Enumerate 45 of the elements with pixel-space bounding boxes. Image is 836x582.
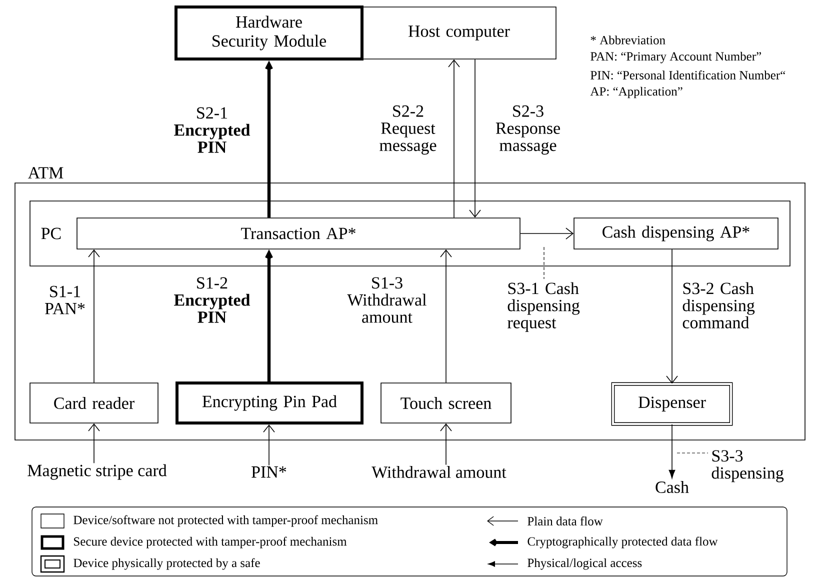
legend-text: Physical/logical access bbox=[528, 558, 642, 570]
edge-label: S1-2 Encrypted PIN bbox=[174, 277, 250, 323]
legend-text: Plain data flow bbox=[528, 516, 603, 526]
arrow bbox=[520, 228, 574, 240]
arrow bbox=[440, 249, 452, 383]
secure-arrow bbox=[265, 249, 273, 382]
edge-label: S2-2 Request message bbox=[380, 105, 436, 155]
note-text: AP: “Application” bbox=[590, 86, 682, 98]
legend-text: Device physically protected by a safe bbox=[74, 558, 260, 570]
legend-text: Cryptographically protected data flow bbox=[528, 536, 718, 548]
device-box: Transaction AP* bbox=[76, 218, 520, 250]
computer-box: Host computer bbox=[362, 6, 556, 60]
secure-device-box: Encrypting Pin Pad bbox=[176, 382, 364, 424]
arrow bbox=[88, 423, 100, 464]
note-text: PAN: “Primary Account Number” bbox=[590, 52, 761, 64]
edge-label: S3-2 Cash dispensing command bbox=[682, 282, 755, 328]
note-text: * Abbreviation bbox=[590, 36, 666, 44]
arrow bbox=[666, 249, 678, 384]
arrow bbox=[440, 423, 452, 466]
legend-text: Secure device protected with tamper-proof mechanism bbox=[74, 536, 347, 548]
arrow bbox=[469, 59, 481, 218]
output-text: Cash bbox=[656, 481, 689, 493]
device-box: Card reader bbox=[30, 382, 158, 424]
edge-label: S2-3 Response massage bbox=[496, 105, 560, 155]
secure-arrow bbox=[265, 60, 273, 218]
safe-box: Dispenser bbox=[611, 382, 733, 426]
legend-text: Device/software not protected with tamper-proof mechanism bbox=[74, 515, 378, 527]
edge-label: S3-3 dispensing bbox=[712, 450, 784, 482]
edge-label: S2-1 Encrypted PIN bbox=[174, 107, 250, 153]
note-text: PIN: “Personal Identification Number“ bbox=[590, 70, 786, 80]
input-text: Magnetic stripe card bbox=[28, 464, 167, 480]
arrow bbox=[263, 424, 275, 466]
frame-title: ATM bbox=[28, 167, 64, 178]
arrow bbox=[88, 249, 100, 383]
frame-title: PC bbox=[41, 228, 61, 240]
access-arrow bbox=[668, 424, 676, 478]
device-box: Cash dispensing AP* bbox=[574, 218, 778, 250]
edge-label: S3-1 Cash dispensing request bbox=[508, 282, 580, 332]
input-text: Withdrawal amount bbox=[372, 466, 506, 478]
secure-module-box: Hardware Security Module bbox=[174, 6, 364, 60]
arrow bbox=[448, 59, 460, 218]
edge-label: S1-1 PAN* bbox=[45, 286, 85, 314]
input-text: PIN* bbox=[252, 466, 286, 478]
edge-label: S1-3 Withdrawal amount bbox=[347, 277, 426, 323]
device-box: Touch screen bbox=[380, 382, 512, 424]
